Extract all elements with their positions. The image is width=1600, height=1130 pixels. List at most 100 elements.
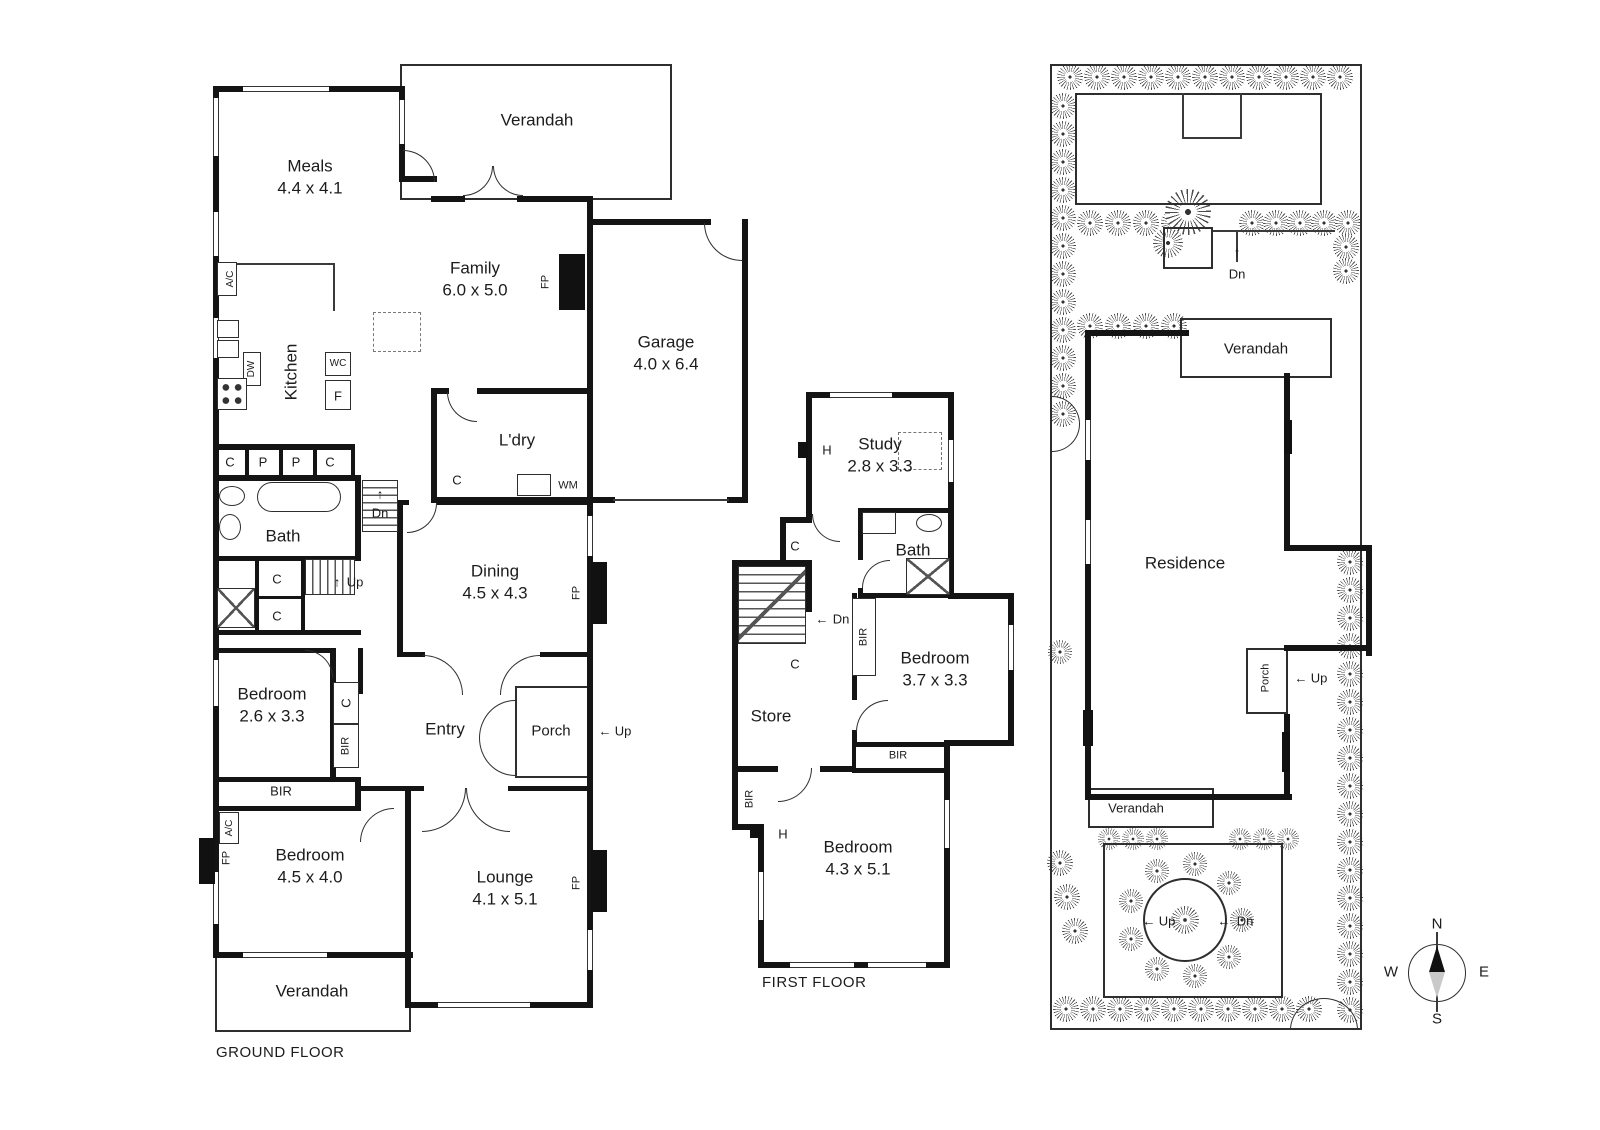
cabinet xyxy=(217,320,239,338)
tree-icon xyxy=(1133,210,1159,236)
wall xyxy=(852,742,948,747)
label-up: Up xyxy=(346,574,364,590)
verandah-label: Verandah xyxy=(1108,800,1164,816)
planter-outline xyxy=(1163,227,1213,269)
tree-icon xyxy=(1273,64,1299,90)
window xyxy=(213,98,219,156)
tree-icon xyxy=(1153,228,1183,258)
wall xyxy=(213,806,361,811)
fireplace xyxy=(199,838,215,884)
wall xyxy=(593,497,615,503)
wall xyxy=(944,740,950,968)
tree-icon xyxy=(1165,64,1191,90)
thin-line xyxy=(1236,230,1238,262)
dining-dims: 4.5 x 4.3 xyxy=(462,583,528,603)
tree-icon xyxy=(1188,996,1214,1022)
tree-icon xyxy=(1182,964,1207,989)
path-outline xyxy=(1103,843,1283,998)
tree-icon xyxy=(1333,234,1359,260)
label-c: C xyxy=(325,454,335,470)
wall xyxy=(313,444,317,481)
wall xyxy=(1085,330,1189,336)
wall xyxy=(587,196,593,502)
wall xyxy=(944,740,1014,746)
compass-north-label: N xyxy=(1431,915,1443,933)
verandah-label: Verandah xyxy=(1223,340,1289,358)
bedroom-label: Bedroom xyxy=(823,837,893,857)
tree-icon xyxy=(1054,884,1080,910)
tree-icon xyxy=(1337,913,1363,939)
wall-pier xyxy=(1282,732,1290,772)
door-arc xyxy=(422,788,466,832)
tree-icon xyxy=(1119,888,1144,913)
family-label: Family xyxy=(449,258,501,278)
label-wm: WM xyxy=(558,479,578,492)
tree-icon xyxy=(1144,957,1169,982)
wall xyxy=(213,556,361,561)
label-dn: Dn xyxy=(832,611,850,627)
vanity-icon xyxy=(862,512,896,534)
left-arrow-icon: ← xyxy=(598,723,612,739)
wall xyxy=(213,630,361,635)
tree-icon xyxy=(1077,210,1103,236)
thin-line xyxy=(1182,137,1242,139)
window xyxy=(1085,420,1091,460)
compass-south-label: S xyxy=(1431,1010,1443,1028)
compass-west-label: W xyxy=(1383,963,1399,981)
compass-needle-south xyxy=(1429,972,1445,998)
tree-icon xyxy=(1337,605,1363,631)
sink-icon xyxy=(219,486,245,506)
wall xyxy=(1366,545,1372,656)
label-dn: Dn xyxy=(371,505,389,521)
wall xyxy=(858,508,954,513)
wall xyxy=(431,388,437,503)
stove-icon xyxy=(217,378,247,410)
wall xyxy=(1284,545,1372,551)
wall xyxy=(431,196,465,202)
window xyxy=(790,962,854,968)
door-arc xyxy=(778,768,812,802)
wall xyxy=(1085,330,1091,800)
wall xyxy=(397,652,425,657)
bath-label: Bath xyxy=(895,540,931,560)
label-dw: DW xyxy=(246,360,257,378)
window xyxy=(1085,520,1091,564)
verandah-label: Verandah xyxy=(275,981,349,1001)
wall xyxy=(852,742,856,773)
lounge-dims: 4.1 x 5.1 xyxy=(472,889,538,909)
left-arrow-icon: ← xyxy=(1142,913,1156,929)
compass-needle-north xyxy=(1429,946,1445,972)
label-dn: Dn xyxy=(1236,913,1254,929)
tree-icon xyxy=(1084,64,1110,90)
stairs xyxy=(738,566,806,644)
tree-icon xyxy=(1080,996,1106,1022)
door-arc xyxy=(856,700,888,732)
window xyxy=(758,872,764,920)
dining-label: Dining xyxy=(470,561,520,581)
tree-icon xyxy=(1337,689,1363,715)
wall xyxy=(758,962,950,968)
window xyxy=(868,962,926,968)
wall xyxy=(437,500,593,505)
label-h: H xyxy=(778,826,788,842)
window xyxy=(243,86,329,92)
tree-icon xyxy=(1050,317,1076,343)
porch-outline xyxy=(1246,648,1288,714)
window xyxy=(948,440,954,482)
thin-line xyxy=(219,263,335,265)
tree-icon xyxy=(1269,996,1295,1022)
tree-icon xyxy=(1216,871,1241,896)
ground-floor-title: GROUND FLOOR xyxy=(216,1044,345,1061)
tree-icon xyxy=(1216,944,1241,969)
thin-line xyxy=(333,263,335,311)
label-c: C xyxy=(790,656,800,672)
skylight-outline xyxy=(898,432,942,470)
label-c: C xyxy=(790,538,800,554)
heater xyxy=(798,442,808,458)
bir-wardrobe xyxy=(852,598,876,676)
label-c: C xyxy=(452,472,462,488)
label-p: P xyxy=(258,454,268,470)
door-arc xyxy=(447,392,477,422)
verandah-outline xyxy=(1088,788,1214,828)
wall xyxy=(732,766,738,830)
